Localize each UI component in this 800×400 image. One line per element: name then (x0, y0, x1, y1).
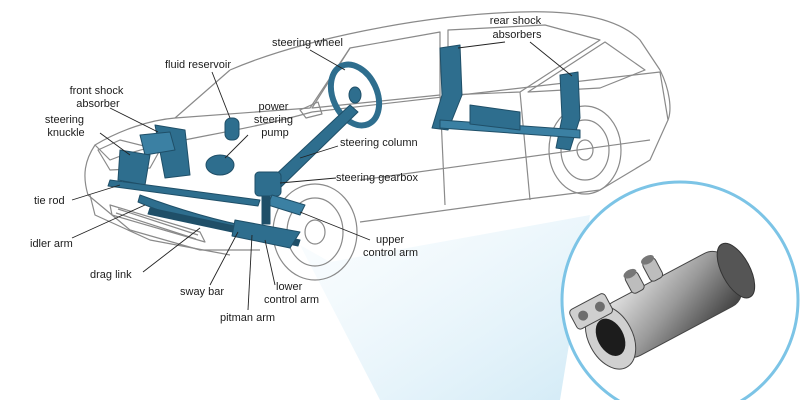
rear-shock-left-shape (431, 44, 463, 131)
pitman-arm-shape (261, 195, 271, 225)
label-rear-shock-absorbers: rear shock absorbers (490, 15, 544, 41)
labels: steering wheel rear shock absorbers flui… (30, 15, 544, 324)
upper-control-arm-shape (267, 194, 306, 216)
label-tie-rod: tie rod (34, 195, 65, 207)
label-sway-bar: sway bar (180, 286, 224, 298)
gearbox-inset (560, 180, 800, 400)
label-steering-column: steering column (340, 137, 418, 149)
label-lower-control-arm-line1: lower (276, 281, 303, 293)
label-upper-control-arm-line1: upper (376, 234, 404, 246)
label-lower-control-arm-line2: control arm (264, 294, 319, 306)
label-power-steering-line3: pump (261, 127, 289, 139)
label-rear-shock-line1: rear shock (490, 15, 542, 27)
lower-control-arm-shape (231, 219, 301, 249)
label-upper-control-arm: upper control arm (363, 234, 418, 259)
label-steering-gearbox: steering gearbox (336, 172, 418, 184)
label-power-steering-line2: steering (254, 114, 293, 126)
label-power-steering-line1: power (258, 101, 288, 113)
tie-rod-shape (107, 179, 261, 207)
fluid-reservoir-shape (224, 117, 240, 141)
magnify-beam (300, 215, 590, 400)
steering-wheel-shape (327, 61, 383, 129)
label-power-steering-pump: power steering pump (254, 101, 296, 139)
leader-lines (71, 41, 573, 311)
label-steering-knuckle: steering knuckle (45, 114, 87, 139)
label-front-shock-line1: front shock (70, 85, 124, 97)
label-lower-control-arm: lower control arm (264, 281, 319, 306)
steering-gearbox-shape (254, 171, 282, 197)
steering-knuckle-shape (117, 149, 151, 186)
label-drag-link: drag link (90, 269, 132, 281)
label-rear-shock-line2: absorbers (493, 29, 542, 41)
label-pitman-arm: pitman arm (220, 312, 275, 324)
label-idler-arm: idler arm (30, 238, 73, 250)
steering-components (107, 44, 581, 249)
label-fluid-reservoir: fluid reservoir (165, 59, 231, 71)
gearbox-closeup-icon (569, 242, 756, 370)
rear-wheel (548, 105, 622, 195)
power-steering-pump-shape (205, 154, 235, 176)
label-steering-wheel: steering wheel (272, 37, 343, 49)
label-front-shock-line2: absorber (76, 98, 120, 110)
label-upper-control-arm-line2: control arm (363, 247, 418, 259)
label-front-shock-absorber: front shock absorber (70, 85, 127, 110)
label-steering-knuckle-line2: knuckle (47, 127, 84, 139)
label-steering-knuckle-line1: steering (45, 114, 84, 126)
